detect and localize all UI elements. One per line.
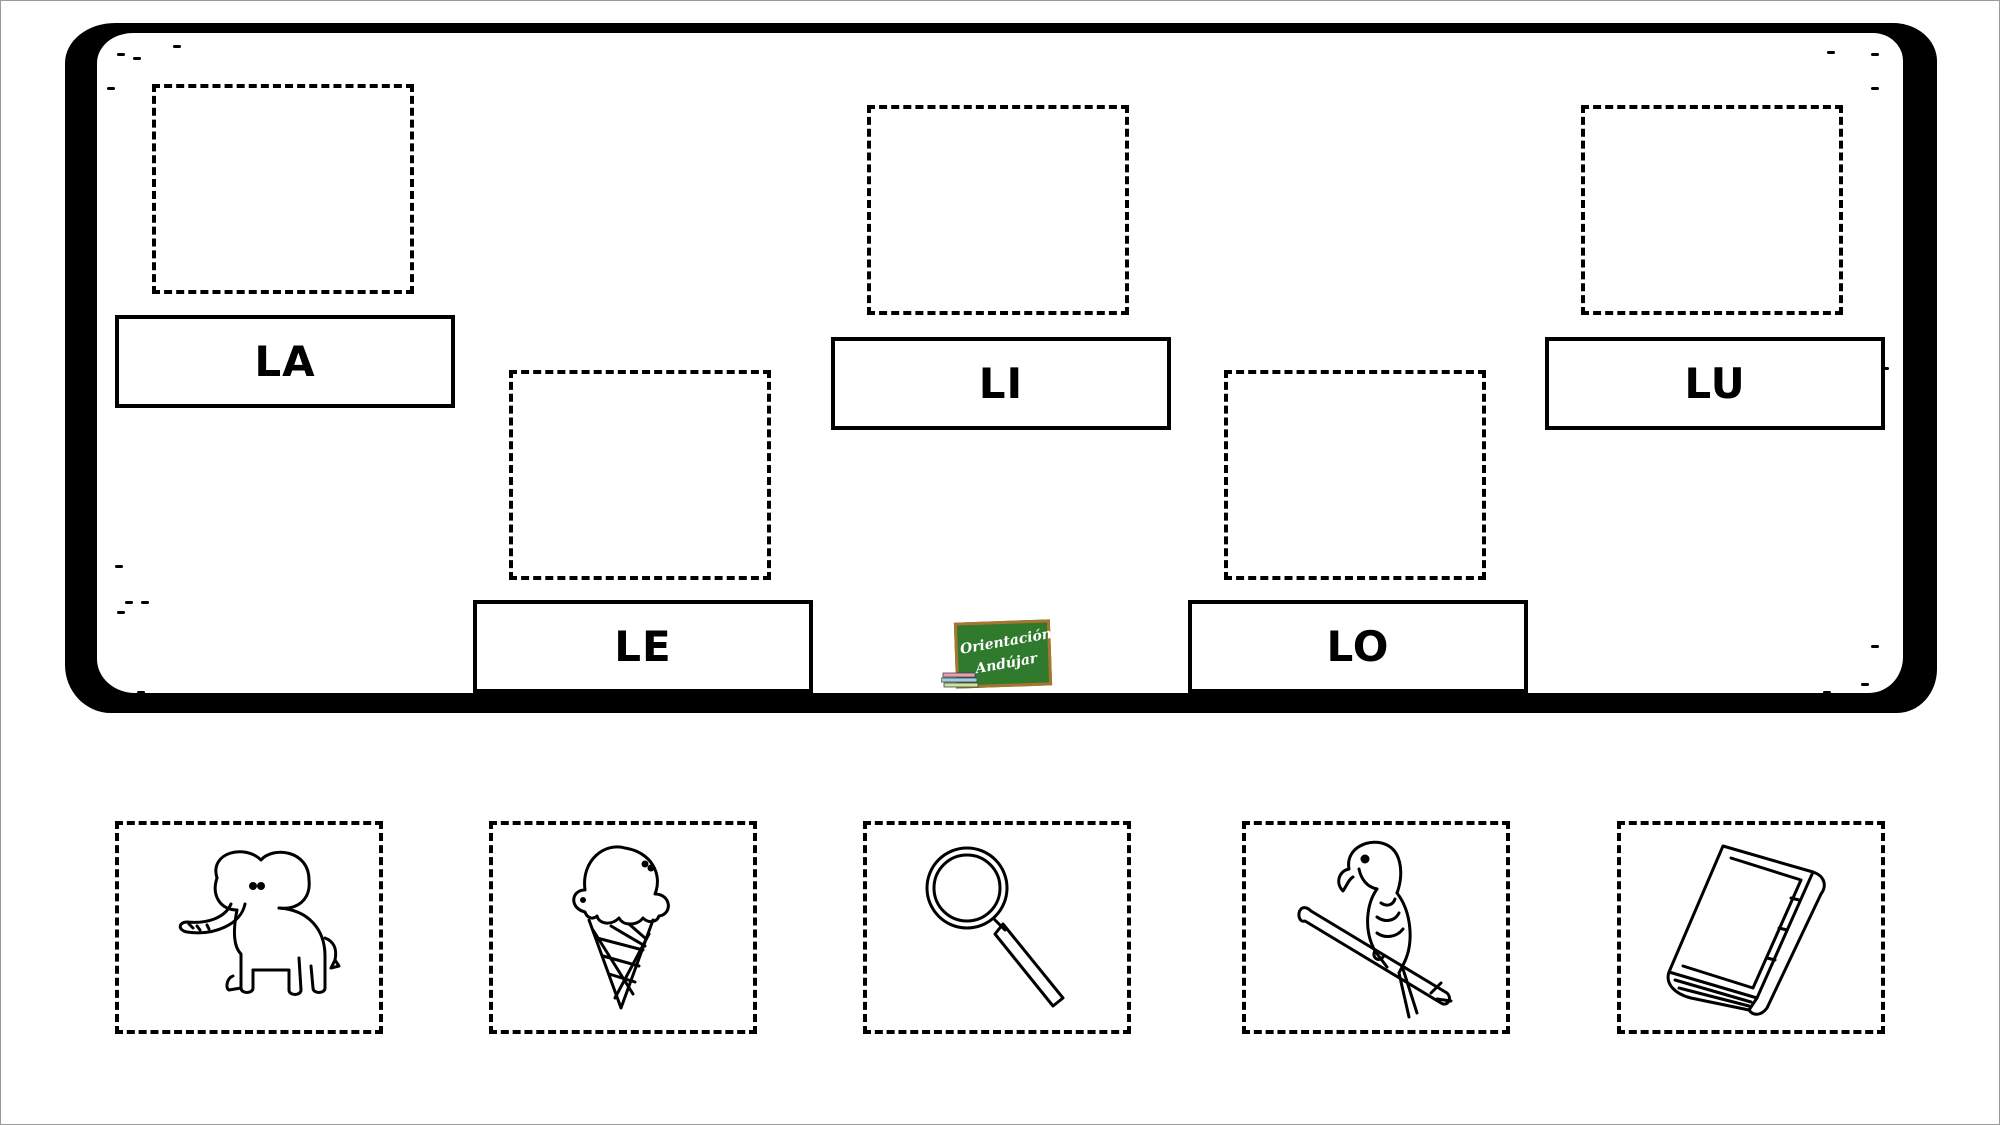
elephant-icon [178,849,341,996]
book-icon [1666,844,1826,1016]
drop-slot-le[interactable] [509,370,771,580]
board-speck [117,611,125,614]
board-speck [1871,87,1879,90]
syllable-text: LI [978,359,1024,408]
syllable-label-lu: LU [1545,337,1885,430]
picture-card-parrot[interactable] [1242,821,1510,1034]
syllable-label-li: LI [831,337,1171,430]
board-speck [1823,691,1831,694]
syllable-label-la: LA [115,315,455,408]
magnifying-glass-icon [925,846,1065,1007]
picture-card-magnifying-glass[interactable] [863,821,1131,1034]
board-speck [1881,367,1889,370]
syllable-text: LA [254,337,316,386]
board-speck [141,601,149,604]
picture-card-ice-cream[interactable] [489,821,757,1034]
board-speck [1871,645,1879,648]
board-speck [173,45,181,48]
syllable-text: LE [614,622,672,671]
drop-slot-lo[interactable] [1224,370,1486,580]
drop-slot-li[interactable] [867,105,1129,315]
board-speck [1841,695,1849,698]
picture-card-elephant[interactable] [115,821,383,1034]
board-speck [133,57,141,60]
board-speck [125,601,133,604]
parrot-icon [1297,840,1453,1018]
syllable-text: LO [1326,622,1390,671]
board-speck [115,565,123,568]
picture-card-book[interactable] [1617,821,1885,1034]
board-speck [1827,51,1835,54]
drop-slot-la[interactable] [152,84,414,294]
board-speck [137,691,145,694]
board-speck [117,53,125,56]
board-speck [1861,683,1869,686]
board-speck [1871,53,1879,56]
syllable-label-le: LE [473,600,813,693]
ice-cream-icon [572,844,670,1009]
syllable-label-lo: LO [1188,600,1528,693]
board-speck [107,87,115,90]
books-icon [941,672,979,688]
syllable-text: LU [1684,359,1746,408]
orientacion-andujar-logo: Orientación Andújar [941,619,1053,691]
drop-slot-lu[interactable] [1581,105,1843,315]
